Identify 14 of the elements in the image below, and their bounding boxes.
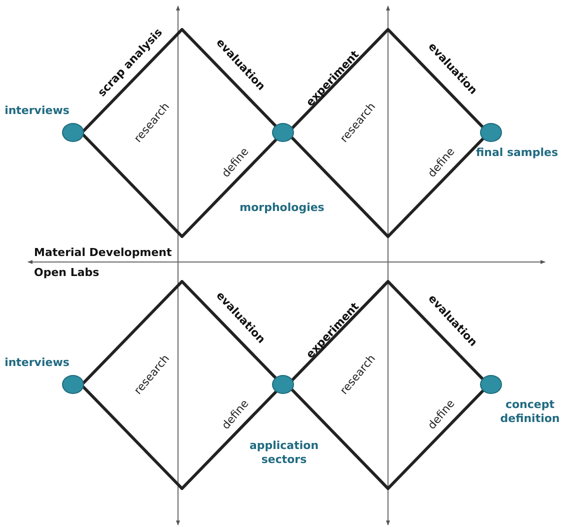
milestone-dot — [62, 374, 84, 394]
milestone-label: interviews — [4, 104, 70, 118]
section-label: Material Development — [34, 246, 172, 259]
milestone-dot — [62, 122, 84, 142]
milestone-dot — [272, 122, 294, 142]
milestone-dot — [480, 374, 502, 394]
milestone-label: final samples — [474, 146, 560, 160]
milestone-dot — [272, 374, 294, 394]
outcome-label: application sectors — [248, 439, 320, 467]
milestone-dot — [480, 122, 502, 142]
section-label: Open Labs — [34, 266, 100, 279]
milestone-label: interviews — [4, 356, 70, 370]
outcome-label: morphologies — [238, 201, 326, 215]
milestone-label: concept definition — [499, 398, 561, 426]
